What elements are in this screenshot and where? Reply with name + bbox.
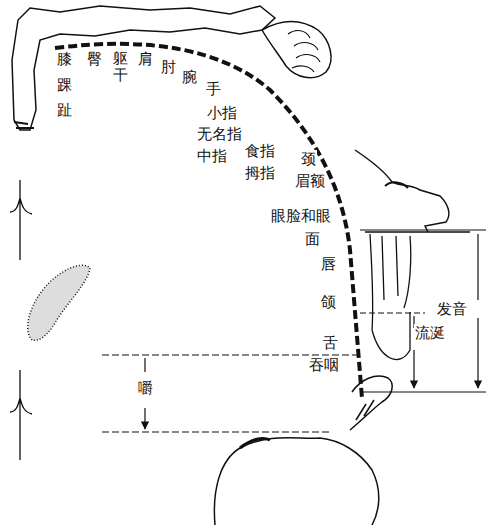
part-label: 腕 <box>181 68 198 86</box>
dimension-arrow <box>477 234 478 388</box>
part-label: 嚼 <box>137 379 154 397</box>
section-symbol <box>28 265 90 340</box>
part-label: 躯干 <box>112 50 129 83</box>
part-label: 流涎 <box>414 324 446 342</box>
part-label: 趾 <box>56 101 73 119</box>
bracket-line <box>360 312 425 313</box>
part-label: 食指 <box>244 142 276 160</box>
sulcus-symbol <box>10 180 32 260</box>
part-label: 臀 <box>86 50 103 68</box>
bracket-line <box>360 230 486 392</box>
part-label: 颈 <box>300 150 317 168</box>
part-label: 小指 <box>206 104 238 122</box>
part-label: 面 <box>304 230 321 248</box>
part-label: 眼脸和眼 <box>270 207 332 225</box>
hand-outline <box>262 22 331 78</box>
part-label: 手 <box>205 80 222 98</box>
foot <box>14 122 34 128</box>
eye <box>385 182 408 188</box>
part-label: 唇 <box>320 255 337 273</box>
part-label: 舌 <box>322 334 339 352</box>
mouth-and-jaw <box>370 234 411 360</box>
part-label: 踝 <box>56 76 73 94</box>
fingers <box>288 31 320 72</box>
part-label: 发音 <box>436 300 468 318</box>
motor-strip <box>55 44 362 398</box>
part-label: 颌 <box>320 293 337 311</box>
part-label: 无名指 <box>196 125 243 143</box>
part-label: 吞咽 <box>308 356 340 374</box>
bracket-line <box>102 355 362 432</box>
part-label: 膝 <box>56 50 73 68</box>
part-label: 眉额 <box>294 172 326 190</box>
tongue <box>350 376 392 430</box>
part-label: 拇指 <box>244 164 276 182</box>
brain-outline <box>214 438 378 525</box>
sulcus-symbol <box>10 370 32 460</box>
face-profile <box>355 150 470 232</box>
part-label: 肩 <box>137 50 154 68</box>
brain-edge <box>240 438 270 448</box>
part-label: 中指 <box>196 147 228 165</box>
part-label: 肘 <box>160 58 177 76</box>
